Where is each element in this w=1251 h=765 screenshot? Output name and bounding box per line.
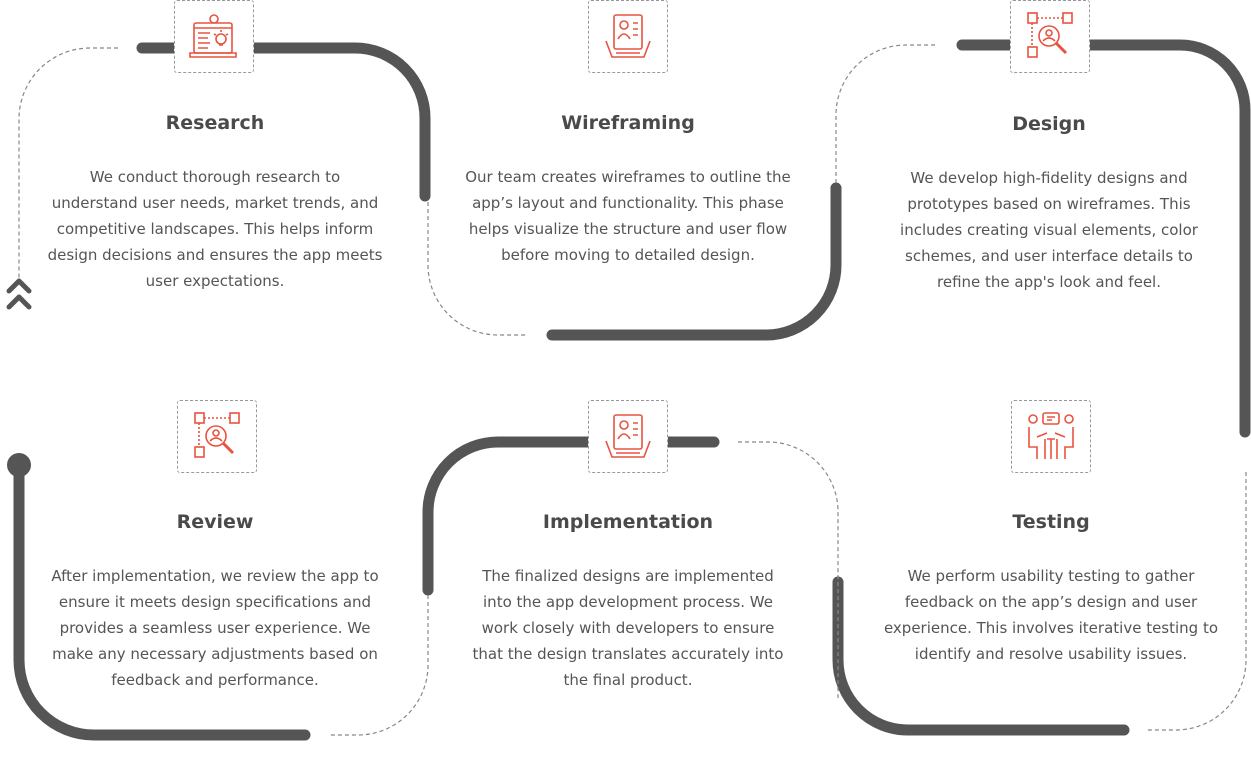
step-description: Our team creates wireframes to outline t… — [465, 168, 791, 264]
step-title: Wireframing — [561, 112, 695, 134]
step-title: Design — [1012, 113, 1086, 135]
user-interview-icon — [1011, 400, 1091, 473]
step-design: Design We develop high-fidelity designs … — [869, 113, 1229, 295]
path-wireframing — [546, 182, 842, 341]
step-title: Testing — [1012, 511, 1090, 533]
step-review: Review After implementation, we review t… — [35, 511, 395, 693]
step-wireframing: Wireframing Our team creates wireframes … — [448, 112, 808, 268]
path-design — [956, 39, 1251, 438]
path-start-dot — [7, 453, 31, 477]
path-implementation — [422, 436, 720, 596]
step-research: Research We conduct thorough research to… — [35, 112, 395, 294]
path-testing — [832, 576, 1130, 736]
user-search-network-icon — [1010, 0, 1090, 73]
step-implementation: Implementation The finalized designs are… — [448, 511, 808, 693]
wireframe-document-icon — [588, 0, 668, 73]
step-description: We conduct thorough research to understa… — [47, 168, 383, 290]
path-review — [13, 459, 311, 741]
step-description: The finalized designs are implemented in… — [472, 567, 784, 689]
user-search-network-icon — [177, 400, 257, 473]
wireframe-document-icon — [588, 400, 668, 473]
chevron-up-double-icon[interactable] — [6, 276, 32, 312]
path-research — [136, 42, 431, 202]
step-title: Research — [165, 112, 265, 134]
step-title: Review — [176, 511, 254, 533]
step-description: We develop high-fidelity designs and pro… — [900, 169, 1198, 291]
step-description: After implementation, we review the app … — [51, 567, 379, 689]
laptop-idea-icon — [174, 0, 254, 73]
step-testing: Testing We perform usability testing to … — [871, 511, 1231, 667]
step-description: We perform usability testing to gather f… — [883, 567, 1219, 663]
step-title: Implementation — [542, 511, 714, 533]
